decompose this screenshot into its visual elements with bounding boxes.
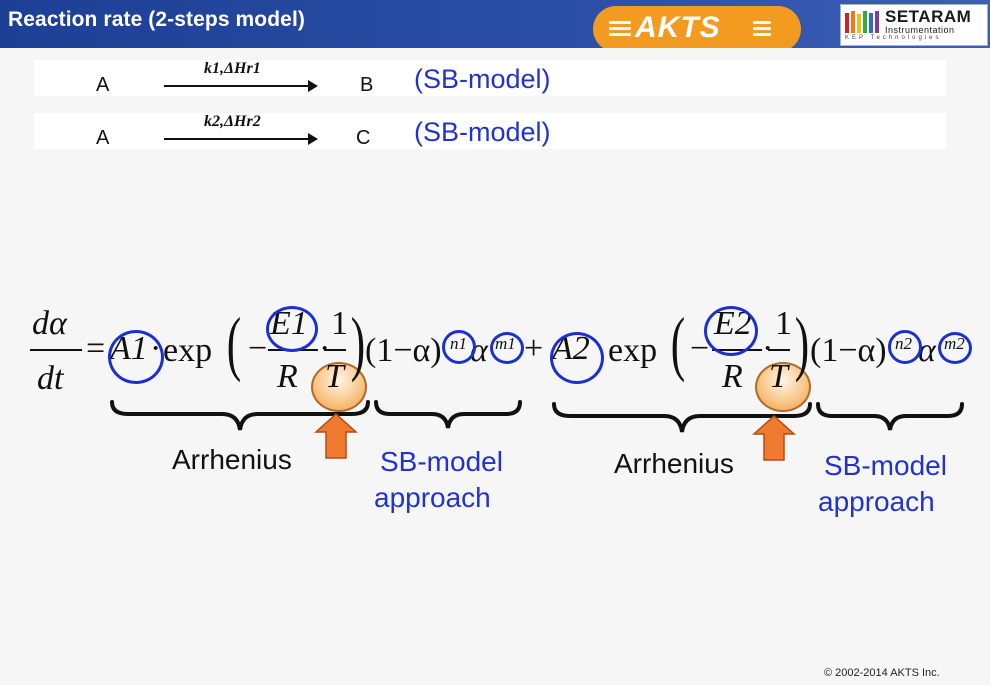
temperature-t: T [325, 358, 344, 395]
exp-func: exp [608, 332, 658, 369]
paren-open: ( [670, 303, 686, 383]
lhs-denominator: dt [37, 360, 64, 397]
one-numerator: 1 [775, 305, 792, 342]
temperature-arrow-2 [752, 414, 796, 461]
reaction-arrow-2 [164, 133, 318, 145]
alpha-symbol: α [918, 332, 936, 369]
paren-close: ) [794, 303, 810, 383]
highlight-circle [108, 330, 164, 384]
highlight-circle [266, 306, 318, 352]
conversion-factor: (1−α) [810, 332, 887, 369]
setaram-name: SETARAM [885, 7, 972, 26]
minus-sign: − [248, 330, 268, 367]
arrhenius-label-1: Arrhenius [172, 444, 292, 475]
paren-open: ( [226, 303, 242, 383]
gas-constant-r: R [722, 358, 743, 395]
logo-bars-left [609, 21, 631, 39]
rate-label-2: k2,ΔHr2 [204, 113, 261, 130]
sb-model-label-2: SB-model [824, 450, 947, 481]
highlight-circle [888, 330, 922, 364]
approach-label-2: approach [818, 486, 935, 517]
slide-title: Reaction rate (2-steps model) [8, 8, 305, 31]
setaram-bars-icon [845, 11, 879, 33]
approach-label-1: approach [374, 482, 491, 513]
equals-sign: = [86, 330, 106, 367]
akts-logo: AKTS [593, 6, 801, 48]
lhs-fraction-bar [30, 349, 82, 351]
brace-sb-2 [816, 402, 964, 431]
setaram-tagline: KEP Technologies [845, 35, 942, 41]
product-c: C [356, 127, 371, 149]
highlight-circle [490, 332, 524, 364]
minus-sign: − [690, 330, 710, 367]
highlight-circle [938, 332, 972, 364]
brace-sb-1 [374, 400, 522, 429]
product-b: B [360, 74, 374, 96]
plus-sign: + [524, 330, 544, 367]
dot-operator: · [762, 330, 773, 368]
akts-logo-text: AKTS [635, 11, 721, 44]
reactant-a: A [96, 74, 110, 96]
gas-constant-r: R [277, 358, 298, 395]
rate-label-1: k1,ΔHr1 [204, 60, 261, 77]
one-numerator: 1 [331, 305, 348, 342]
fraction-bar [768, 349, 790, 351]
temperature-t: T [769, 358, 788, 395]
reaction-row-2: A k2,ΔHr2 C (SB-model) [34, 113, 946, 149]
model-label-1: (SB-model) [414, 64, 551, 94]
exp-func: exp [163, 332, 213, 369]
setaram-sub: Instrumentation [885, 25, 955, 35]
dot-operator: · [319, 330, 330, 368]
arrhenius-label-2: Arrhenius [614, 448, 734, 479]
highlight-circle [442, 330, 476, 364]
model-label-2: (SB-model) [414, 117, 551, 147]
setaram-logo: SETARAM Instrumentation KEP Technologies [840, 4, 988, 46]
sb-model-label-1: SB-model [380, 446, 503, 477]
copyright: © 2002-2014 AKTS Inc. [824, 667, 940, 679]
temperature-arrow-1 [314, 412, 358, 459]
reactant-a: A [96, 127, 110, 149]
conversion-factor: (1−α) [365, 332, 442, 369]
header-bar: Reaction rate (2-steps model) AKTS SETAR… [0, 0, 990, 48]
reaction-row-1: A k1,ΔHr1 B (SB-model) [34, 60, 946, 96]
highlight-circle [704, 306, 758, 356]
fraction-bar [324, 349, 346, 351]
lhs-numerator: dα [32, 305, 67, 342]
logo-bars-right [753, 21, 771, 39]
highlight-circle [550, 332, 604, 384]
paren-close: ) [350, 303, 366, 383]
reaction-arrow-1 [164, 80, 318, 92]
